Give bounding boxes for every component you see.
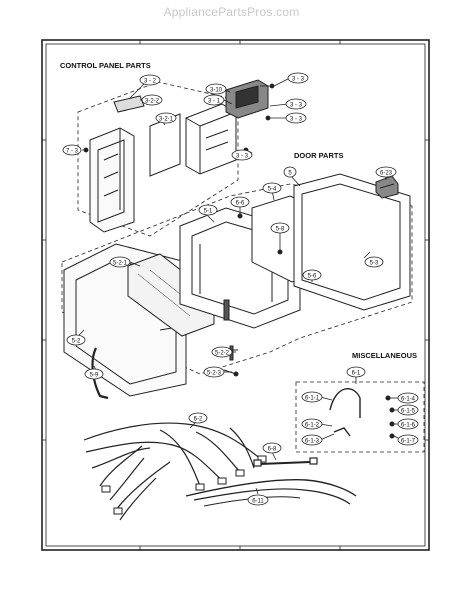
svg-text:3 - 2: 3 - 2 <box>144 79 157 85</box>
callout-3-3-c: 3 - 3 <box>268 112 307 124</box>
callout-3-3-d: 3 - 3 <box>231 149 253 161</box>
callout-6-2: 6-2 <box>188 412 208 429</box>
key-panel <box>113 95 145 113</box>
svg-text:3 - 1: 3 - 1 <box>208 99 221 105</box>
svg-text:5-2-1: 5-2-1 <box>113 261 128 267</box>
callout-5-6: 5-6 <box>302 269 322 282</box>
callout-5-2: 5-2 <box>66 329 86 346</box>
door-group <box>61 173 413 400</box>
svg-text:6-1: 6-1 <box>352 371 361 377</box>
svg-text:6-1-3: 6-1-3 <box>305 439 320 445</box>
misc-bracket <box>333 427 351 437</box>
door-screen <box>293 173 411 311</box>
callout-3-2: 3 - 2 <box>129 74 161 99</box>
callout-3-1: 3 - 1 <box>203 94 233 106</box>
callout-6-1-3: 6-1-3 <box>301 433 335 446</box>
svg-text:3-2-2: 3-2-2 <box>145 99 160 105</box>
callout-3-3-a: 3 - 3 <box>273 72 309 87</box>
svg-text:5-2-2: 5-2-2 <box>215 351 230 357</box>
svg-text:5: 5 <box>288 171 292 177</box>
svg-text:6-1-2: 6-1-2 <box>305 423 320 429</box>
callout-6-23: 6-23 <box>375 166 397 180</box>
svg-text:6-1-1: 6-1-1 <box>305 396 320 402</box>
control-unit <box>185 103 237 175</box>
wire-6-8 <box>259 461 311 465</box>
door-hook-part <box>375 175 399 199</box>
door-glass <box>127 253 215 337</box>
svg-text:6-1-7: 6-1-7 <box>401 439 416 445</box>
control-panel-group <box>77 79 275 237</box>
callout-3-2-1: 3-2-1 <box>155 112 177 126</box>
callout-6-6: 6-6 <box>230 196 250 214</box>
svg-text:5-9: 5-9 <box>90 373 99 379</box>
svg-text:3 - 3: 3 - 3 <box>292 77 305 83</box>
callout-5-2-1: 5-2-1 <box>109 256 141 268</box>
callout-6-1-6: 6-1-6 <box>394 418 419 430</box>
callout-5-4: 5-4 <box>262 182 282 201</box>
callout-5-2-3: 5-2-3 <box>203 366 232 378</box>
section-title-door: DOOR PARTS <box>294 151 343 160</box>
callout-6-1-7: 6-1-7 <box>393 434 419 446</box>
callout-5-9: 5-9 <box>84 365 104 380</box>
svg-text:6-11: 6-11 <box>252 499 264 505</box>
display-bracket <box>225 79 269 119</box>
svg-text:3 - 3: 3 - 3 <box>290 103 303 109</box>
svg-text:5-2: 5-2 <box>72 339 81 345</box>
svg-text:6-2: 6-2 <box>194 417 203 423</box>
svg-text:5-8: 5-8 <box>276 227 285 233</box>
callout-6-1-5: 6-1-5 <box>394 404 419 416</box>
svg-text:5-3: 5-3 <box>370 261 379 267</box>
callout-6-1-1: 6-1-1 <box>301 391 333 403</box>
svg-text:5-1: 5-1 <box>204 209 213 215</box>
sheet-frame <box>41 39 430 551</box>
svg-text:5-6: 5-6 <box>308 274 317 280</box>
svg-text:3-2-1: 3-2-1 <box>159 117 174 123</box>
callout-6-1-4: 6-1-4 <box>390 392 419 404</box>
callout-5-2-2: 5-2-2 <box>211 346 236 358</box>
callout-3-10: 3-10 <box>205 83 231 95</box>
svg-text:6-1-6: 6-1-6 <box>401 423 416 429</box>
svg-text:5-4: 5-4 <box>268 187 277 193</box>
section-title-control-panel: CONTROL PANEL PARTS <box>60 61 151 70</box>
callouts: 3 - 2 3-2-2 3-2-1 3 - 3 3-10 3 - 1 3 - 3… <box>62 72 419 506</box>
wire-harness-group <box>83 422 357 521</box>
callout-5-1: 5-1 <box>198 204 218 223</box>
section-title-misc: MISCELLANEOUS <box>352 351 417 360</box>
watermark: AppliancePartsPros.com <box>163 5 300 19</box>
svg-text:3-10: 3-10 <box>210 88 223 94</box>
svg-text:6-23: 6-23 <box>380 171 393 177</box>
callout-6-1-2: 6-1-2 <box>301 418 333 430</box>
callout-5: 5 <box>283 166 301 187</box>
svg-text:7 - 3: 7 - 3 <box>66 149 79 155</box>
svg-text:6-8: 6-8 <box>268 447 277 453</box>
callout-5-3: 5-3 <box>363 251 384 268</box>
svg-text:3 - 3: 3 - 3 <box>236 154 249 160</box>
misc-wire-hanger <box>329 388 361 418</box>
callout-7-3: 7 - 3 <box>62 144 86 156</box>
svg-text:6-1-5: 6-1-5 <box>401 409 416 415</box>
callout-5-8: 5-8 <box>270 222 290 250</box>
control-panel-frame <box>89 127 135 233</box>
callout-6-8: 6-8 <box>262 442 282 461</box>
svg-text:5-2-3: 5-2-3 <box>207 371 222 377</box>
svg-text:3 - 3: 3 - 3 <box>290 117 303 123</box>
callout-6-1: 6-1 <box>346 366 366 384</box>
callout-3-2-2: 3-2-2 <box>140 94 163 106</box>
callout-6-11: 6-11 <box>247 487 269 506</box>
svg-text:6-6: 6-6 <box>236 201 245 207</box>
callout-3-3-b: 3 - 3 <box>269 98 307 110</box>
wire-6-11 <box>185 479 357 497</box>
svg-text:6-1-4: 6-1-4 <box>401 397 416 403</box>
